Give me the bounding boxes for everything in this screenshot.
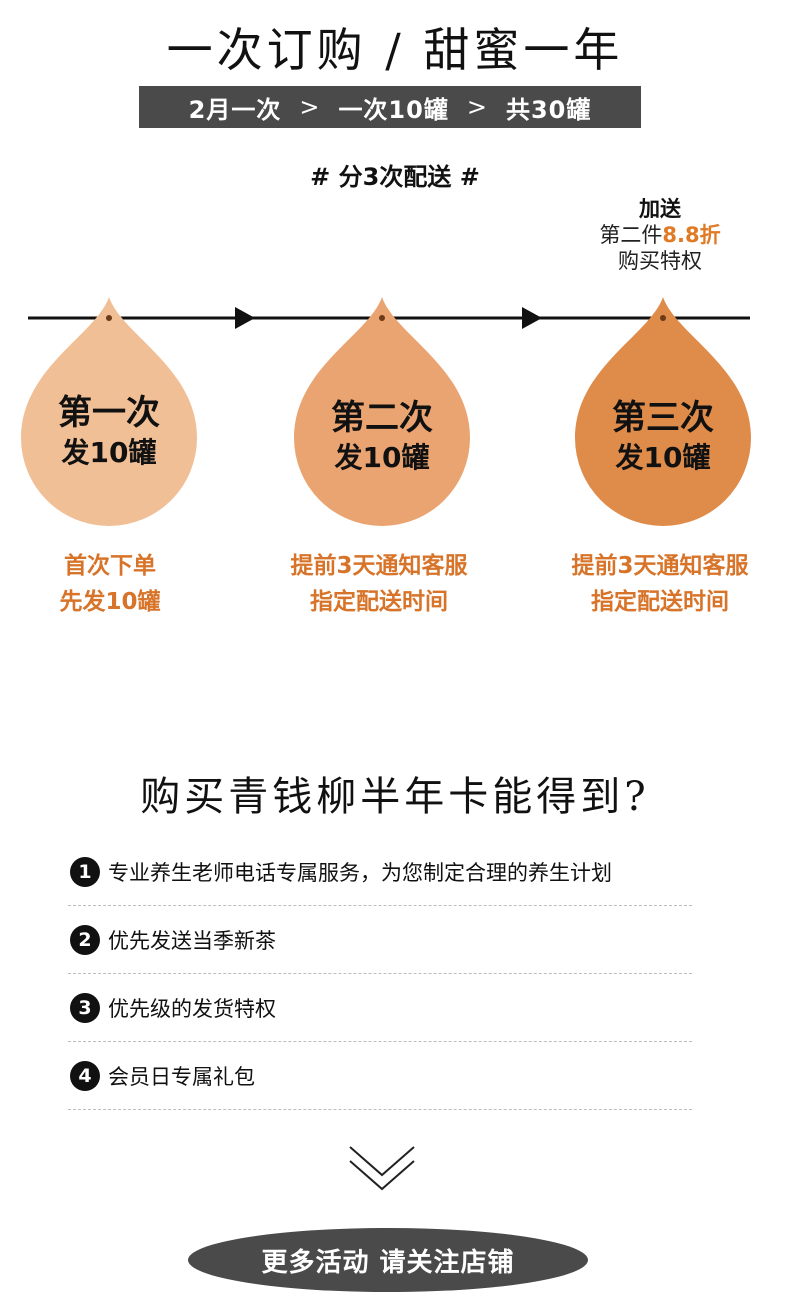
banner-per-shipment: 一次10罐 xyxy=(338,95,449,124)
timeline-arrow xyxy=(522,307,542,329)
note-line: 首次下单 xyxy=(64,553,156,579)
benefit-text: 优先级的发货特权 xyxy=(108,996,276,1021)
note-line: 提前3天通知客服 xyxy=(571,553,749,579)
stage-quantity: 发10罐 xyxy=(61,436,157,469)
benefits-question: 购买青钱柳半年卡能得到? xyxy=(140,774,650,820)
note-line: 指定配送时间 xyxy=(310,589,448,615)
stage-title: 第一次 xyxy=(58,393,160,433)
bonus-label: 加送 xyxy=(639,197,681,221)
bonus-offer: 加送 第二件8.8折 购买特权 xyxy=(560,196,760,274)
bonus-discount-line: 第二件8.8折 xyxy=(560,222,760,248)
list-item: 3 优先级的发货特权 xyxy=(68,974,692,1042)
banner-separator: > xyxy=(466,93,488,121)
list-item: 2 优先发送当季新茶 xyxy=(68,906,692,974)
benefits-list: 1 专业养生老师电话专属服务，为您制定合理的养生计划 2 优先发送当季新茶 3 … xyxy=(68,838,692,1110)
timeline-arrow xyxy=(235,307,255,329)
stage-quantity: 发10罐 xyxy=(334,441,430,474)
list-item: 1 专业养生老师电话专属服务，为您制定合理的养生计划 xyxy=(68,838,692,906)
benefit-text: 优先发送当季新茶 xyxy=(108,928,276,953)
note-line: 先发10罐 xyxy=(59,589,161,615)
note-line: 指定配送时间 xyxy=(591,589,729,615)
note-line: 提前3天通知客服 xyxy=(290,553,468,579)
banner-frequency: 2月一次 xyxy=(188,95,282,124)
benefit-text: 会员日专属礼包 xyxy=(108,1064,255,1089)
double-chevron-down-icon xyxy=(349,1146,415,1191)
number-badge-icon: 2 xyxy=(70,924,100,955)
plan-banner: 2月一次 > 一次10罐 > 共30罐 xyxy=(139,86,641,128)
banner-separator: > xyxy=(299,93,321,121)
number-badge-icon: 3 xyxy=(70,992,100,1023)
bonus-item-label: 第二件 xyxy=(599,223,663,247)
stage-3-note: 提前3天通知客服 指定配送时间 xyxy=(530,548,790,620)
banner-total: 共30罐 xyxy=(505,95,592,124)
stage-2-label: 第二次 发10罐 xyxy=(282,397,482,477)
stage-1-label: 第一次 发10罐 xyxy=(9,392,209,472)
number-badge-icon: 1 xyxy=(70,856,100,887)
stage-title: 第二次 xyxy=(331,398,433,438)
delivery-subheading: # 分3次配送 # xyxy=(310,163,480,191)
bonus-privilege: 购买特权 xyxy=(618,249,702,273)
stage-1-note: 首次下单 先发10罐 xyxy=(0,548,240,620)
number-badge-icon: 4 xyxy=(70,1060,100,1091)
follow-store-button[interactable]: 更多活动 请关注店铺 xyxy=(188,1228,588,1292)
stage-quantity: 发10罐 xyxy=(615,441,711,474)
stage-2-note: 提前3天通知客服 指定配送时间 xyxy=(249,548,509,620)
list-item: 4 会员日专属礼包 xyxy=(68,1042,692,1110)
bonus-discount: 8.8折 xyxy=(662,223,721,247)
stage-3-label: 第三次 发10罐 xyxy=(563,397,763,477)
benefit-text: 专业养生老师电话专属服务，为您制定合理的养生计划 xyxy=(108,860,612,885)
page-title: 一次订购 / 甜蜜一年 xyxy=(166,23,624,77)
stage-title: 第三次 xyxy=(612,398,714,438)
